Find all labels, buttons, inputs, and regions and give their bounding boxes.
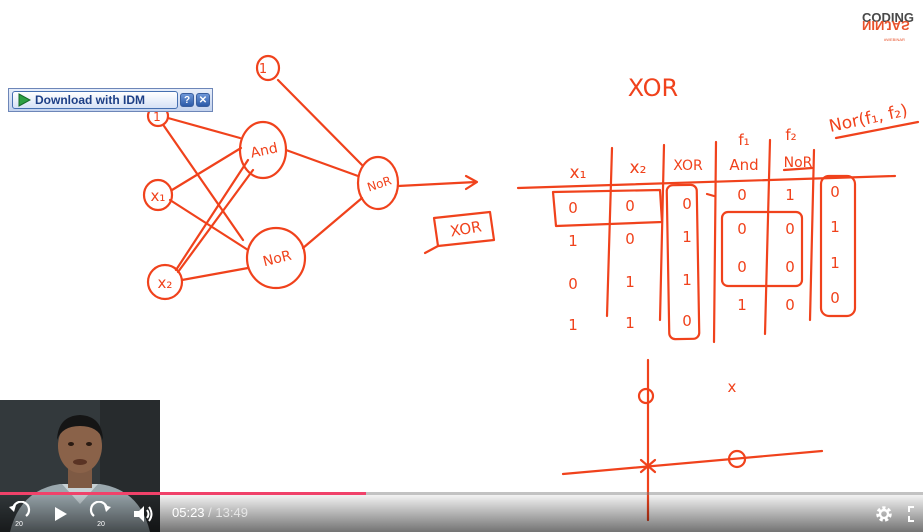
edge <box>168 198 250 252</box>
table-cell: 1 <box>625 314 635 332</box>
logo-line1: CODING <box>862 10 914 25</box>
forward-seconds: 20 <box>97 521 105 527</box>
download-label: Download with IDM <box>35 93 145 107</box>
xor-box: XOR <box>423 210 496 255</box>
volume-icon <box>134 506 153 522</box>
input-node-x2 <box>146 263 184 301</box>
edge <box>276 78 364 167</box>
forward-icon: 20 <box>89 501 111 527</box>
network-diagram: 1 1 x₁ x₂ And NoR NoR <box>142 54 479 301</box>
fullscreen-icon <box>908 506 914 522</box>
xor-box-label: XOR <box>449 217 483 240</box>
play-icon <box>55 507 67 521</box>
xor-plot: x <box>561 358 824 522</box>
edge <box>162 124 245 242</box>
rewind-seconds: 20 <box>15 521 23 527</box>
logo-line2: NINJAS <box>862 18 910 33</box>
plot-x-axis <box>561 449 824 476</box>
bias-node <box>255 54 281 82</box>
header-and: And <box>729 156 758 174</box>
xor-title: XOR <box>628 74 678 102</box>
group-label-f2: f₂ <box>785 126 796 144</box>
time-display: 05:23 / 13:49 <box>172 505 248 520</box>
table-cell: 0 <box>737 220 747 238</box>
table-cell: 0 <box>568 199 578 217</box>
edge <box>174 158 250 272</box>
table-cell: 0 <box>568 275 578 293</box>
bias-label: 1 <box>259 62 267 77</box>
table-cell: 0 <box>785 220 795 238</box>
idm-close-button[interactable]: ✕ <box>196 93 210 107</box>
edge <box>180 266 250 282</box>
plot-point-circle <box>727 449 747 469</box>
table-cell: 0 <box>830 289 840 307</box>
nor-node <box>245 226 307 290</box>
x2-label: x₂ <box>158 274 173 292</box>
table-cell: 0 <box>737 186 747 204</box>
idm-help-button[interactable]: ? <box>180 93 194 107</box>
table-cell: 0 <box>785 296 795 314</box>
time-separator: / <box>204 505 216 520</box>
edge <box>284 148 360 178</box>
gear-icon <box>876 506 892 522</box>
table-cell: 1 <box>682 228 692 246</box>
play-icon <box>18 93 31 107</box>
coding-ninjas-logo: CODING NINJAS #WEBINAR <box>862 10 914 42</box>
nor-label: NoR <box>261 248 293 271</box>
header-nor: NoR <box>784 155 813 171</box>
play-button[interactable] <box>48 501 72 527</box>
header-xor: XOR <box>673 158 703 174</box>
output-node <box>356 155 400 211</box>
header-x2: x₂ <box>630 158 647 178</box>
table-cell: 1 <box>830 254 840 272</box>
table-cell: 0 <box>785 258 795 276</box>
table-cell: 0 <box>682 312 692 330</box>
forward-button[interactable]: 20 <box>88 501 114 527</box>
duration: 13:49 <box>215 505 248 520</box>
table-cell: 1 <box>625 273 635 291</box>
edge <box>166 116 242 140</box>
table-cell: 1 <box>568 232 578 250</box>
header-x1: x₁ <box>570 163 587 183</box>
progress-bar[interactable] <box>0 492 923 495</box>
table-cell: 1 <box>737 296 747 314</box>
fullscreen-button[interactable] <box>906 501 923 527</box>
plot-point-cross <box>639 458 657 474</box>
logo-tagline: #WEBINAR <box>884 37 905 42</box>
group-label-f1: f₁ <box>738 131 749 149</box>
edge <box>170 146 243 192</box>
current-time: 05:23 <box>172 505 205 520</box>
truth-table: f₁ f₂ x₁ x₂ XOR And NoR <box>516 126 897 344</box>
player-controls: 20 20 05:23 / 13:49 <box>0 495 923 532</box>
table-cell: 1 <box>682 271 692 289</box>
edge <box>301 196 364 250</box>
progress-fill <box>0 492 367 495</box>
download-with-idm-button[interactable]: Download with IDM <box>12 91 178 109</box>
output-arrow <box>396 174 479 191</box>
table-cell: 0 <box>625 197 635 215</box>
table-cell: 0 <box>830 183 840 201</box>
plot-cross-label: x <box>728 378 737 396</box>
idm-download-bar: Download with IDM ? ✕ <box>8 88 213 112</box>
table-cell: 0 <box>682 195 692 213</box>
plot-point-circle <box>637 387 655 405</box>
table-cell: 1 <box>830 218 840 236</box>
rewind-button[interactable]: 20 <box>6 501 32 527</box>
settings-button[interactable] <box>872 501 896 527</box>
edge <box>176 168 255 274</box>
table-cell: 0 <box>625 230 635 248</box>
table-cell: 1 <box>568 316 578 334</box>
table-cell: 1 <box>785 186 795 204</box>
table-cell: 0 <box>737 258 747 276</box>
volume-button[interactable] <box>130 501 156 527</box>
rewind-icon: 20 <box>9 501 31 527</box>
x1-label: x₁ <box>151 187 166 205</box>
input-node-x1 <box>142 178 174 212</box>
output-label: NoR <box>365 173 393 194</box>
input-top-label: 1 <box>153 110 161 124</box>
and-label: And <box>249 140 279 161</box>
